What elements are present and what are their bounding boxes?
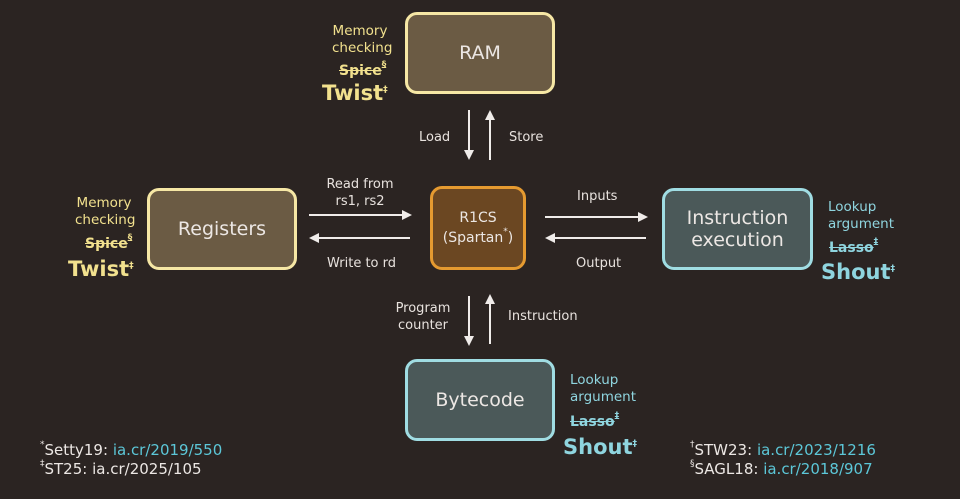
ram-box: RAM: [405, 12, 555, 94]
footnote-st25: ‡ST25: ia.cr/2025/105: [40, 459, 202, 479]
output-label: Output: [576, 256, 622, 271]
instruction-label: Instruction: [686, 207, 789, 229]
footnote-stw23: †STW23: ia.cr/2023/1216: [690, 440, 876, 460]
inputs-label: Inputs: [577, 189, 618, 204]
ram-label: RAM: [459, 42, 501, 64]
program-counter-label: Program counter: [395, 301, 451, 333]
bytecode-lasso: Lasso‡: [570, 411, 620, 431]
registers-spice: Spice§: [85, 233, 133, 253]
bytecode-box: Bytecode: [405, 359, 555, 441]
registers-caption: Memory checking: [75, 195, 136, 228]
stw23-link[interactable]: ia.cr/2023/1216: [756, 441, 876, 459]
instruction-caption: Lookup argument: [828, 199, 895, 232]
setty-link[interactable]: ia.cr/2019/550: [112, 441, 223, 459]
write-to-rd-label: Write to rd: [327, 256, 397, 271]
instruction-execution-box: Instruction execution: [662, 188, 813, 270]
instruction-lasso: Lasso‡: [829, 237, 879, 257]
bytecode-shout: Shout‡: [563, 435, 637, 459]
ram-spice: Spice§: [339, 60, 387, 80]
r1cs-label: R1CS: [459, 210, 497, 226]
read-from-label: Read from rs1, rs2: [326, 177, 394, 209]
ram-caption: Memory checking: [332, 23, 393, 56]
bytecode-caption: Lookup argument: [570, 372, 637, 405]
execution-label: execution: [691, 229, 784, 251]
sagl18-link[interactable]: ia.cr/2018/907: [763, 460, 873, 478]
registers-box: Registers: [147, 188, 297, 270]
registers-twist: Twist‡: [68, 257, 134, 281]
registers-label: Registers: [177, 218, 267, 240]
spartan-label: (Spartan*): [442, 227, 514, 247]
footnote-sagl18: §SAGL18: ia.cr/2018/907: [690, 459, 873, 479]
bytecode-label: Bytecode: [435, 389, 525, 411]
store-label: Store: [509, 130, 544, 145]
r1cs-box: R1CS (Spartan*): [430, 186, 526, 270]
footnote-setty: *Setty19: ia.cr/2019/550: [40, 440, 223, 460]
ram-twist: Twist‡: [322, 81, 388, 105]
instruction-shout: Shout‡: [821, 260, 895, 284]
load-label: Load: [419, 130, 451, 145]
instruction-edge-label: Instruction: [508, 309, 578, 324]
